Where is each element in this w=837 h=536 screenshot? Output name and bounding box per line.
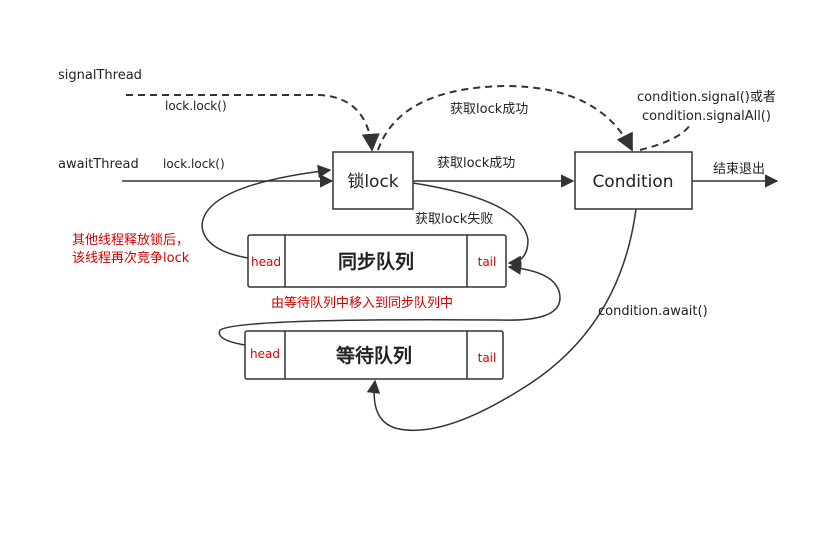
signal-call-label-2: condition.signalAll() <box>642 109 771 124</box>
lock-box-label: 锁lock <box>347 172 398 192</box>
signal-thread-label: signalThread <box>58 68 142 83</box>
acquire-fail-arrow <box>412 182 529 270</box>
wait-queue-head: head <box>250 347 280 361</box>
compete-arrow <box>201 164 332 259</box>
await-arrow <box>366 208 637 432</box>
sync-queue-title: 同步队列 <box>338 250 414 273</box>
condition-box-label: Condition <box>592 172 673 192</box>
await-call-label: condition.await() <box>598 304 708 319</box>
exit-label: 结束退出 <box>713 162 765 177</box>
signal-lock-call-label: lock.lock() <box>165 99 227 113</box>
wait-queue-tail: tail <box>478 351 497 365</box>
move-queue-label: 由等待队列中移入到同步队列中 <box>271 295 453 311</box>
compete-label-2: 该线程再次竞争lock <box>72 250 190 266</box>
signal-acquire-arrow <box>377 84 633 152</box>
acquire-success-mid-label: 获取lock成功 <box>437 156 515 171</box>
signal-self-loop <box>639 124 691 151</box>
await-lock-call-label: lock.lock() <box>163 157 225 171</box>
condition-box <box>574 151 693 210</box>
await-thread-label: awaitThread <box>58 157 139 172</box>
compete-label-1: 其他线程释放锁后， <box>72 232 189 248</box>
sync-queue-head: head <box>251 255 281 269</box>
acquire-success-top-label: 获取lock成功 <box>450 102 528 117</box>
signal-call-label-1: condition.signal()或者 <box>637 90 776 105</box>
wait-queue-box <box>244 330 504 380</box>
acquire-fail-label: 获取lock失败 <box>415 212 493 227</box>
sync-queue-tail: tail <box>478 255 497 269</box>
sync-queue-box <box>247 234 507 288</box>
signal-thread-arrow <box>126 94 380 152</box>
move-queue-arrow <box>218 261 561 346</box>
wait-queue-title: 等待队列 <box>335 344 412 367</box>
